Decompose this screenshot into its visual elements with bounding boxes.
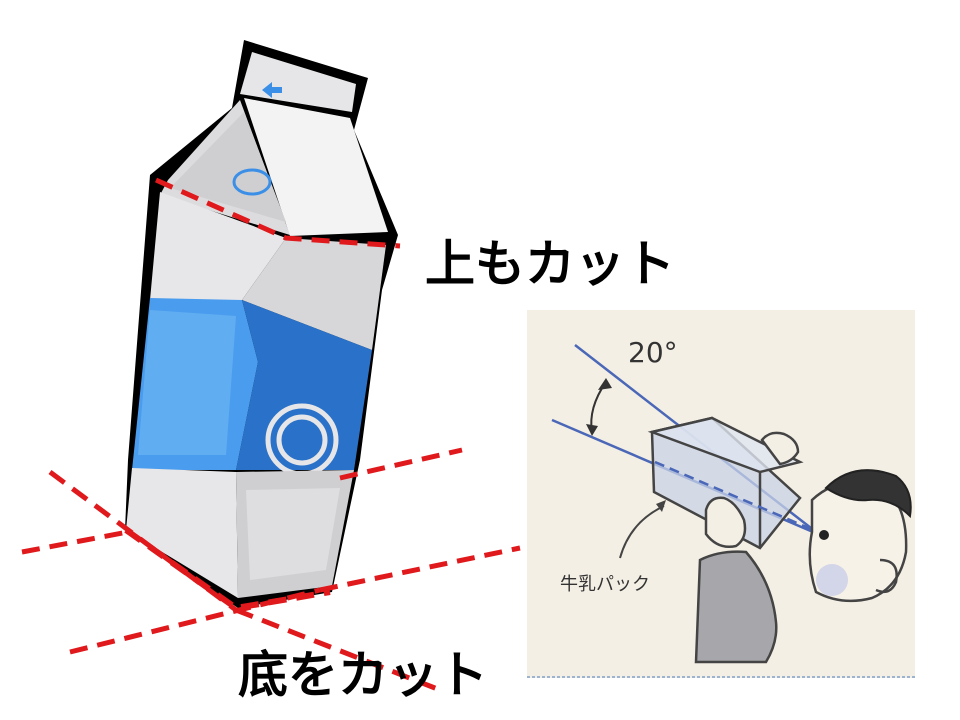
milk-pack-box-top <box>647 416 804 474</box>
angle-label: 20° <box>628 336 678 369</box>
cut-line-bottom-far <box>319 545 521 593</box>
cut-line-bottom-left <box>21 529 129 555</box>
circle-logo-icon <box>232 168 272 196</box>
cut-line-top <box>154 177 401 249</box>
arrow-left-icon <box>262 82 282 98</box>
carton-top-fin <box>240 52 356 112</box>
cheek <box>816 564 848 596</box>
cut-bottom-label: 底をカット <box>238 646 488 704</box>
cut-line-bottom-diag-1 <box>48 469 238 613</box>
carton-gable-front <box>244 98 388 236</box>
hand-lower <box>704 496 747 548</box>
milk-carton <box>125 40 398 608</box>
carton-lower-shine <box>246 488 340 580</box>
hand-upper <box>760 431 800 466</box>
hair <box>824 469 912 519</box>
carton-badge-inner <box>276 414 328 466</box>
angle-arrow-top <box>598 378 612 390</box>
eye <box>819 530 829 540</box>
sleeve <box>694 550 778 664</box>
carton-lower-left-face <box>126 468 238 598</box>
cut-line-bottom-edge <box>124 527 331 612</box>
ear <box>875 558 898 593</box>
cut-line-bottom-front <box>69 587 321 655</box>
carton-upper-left-face <box>150 192 286 300</box>
carton-blue-highlight <box>138 310 236 455</box>
milk-pack-pointer <box>619 505 665 559</box>
cut-top-label: 上もカット <box>425 235 675 293</box>
carton-upper-right-face <box>242 238 386 350</box>
milk-pack-label: 牛乳パック <box>560 574 650 595</box>
angle-arrow-bottom <box>586 424 598 436</box>
pointer-arrowhead <box>656 500 666 512</box>
cut-line-bottom-right <box>339 447 463 481</box>
cut-line-bottom-diag-2 <box>235 607 441 693</box>
sketch-panel: 20° 牛乳パック <box>527 310 915 678</box>
cut-lines <box>21 177 521 693</box>
